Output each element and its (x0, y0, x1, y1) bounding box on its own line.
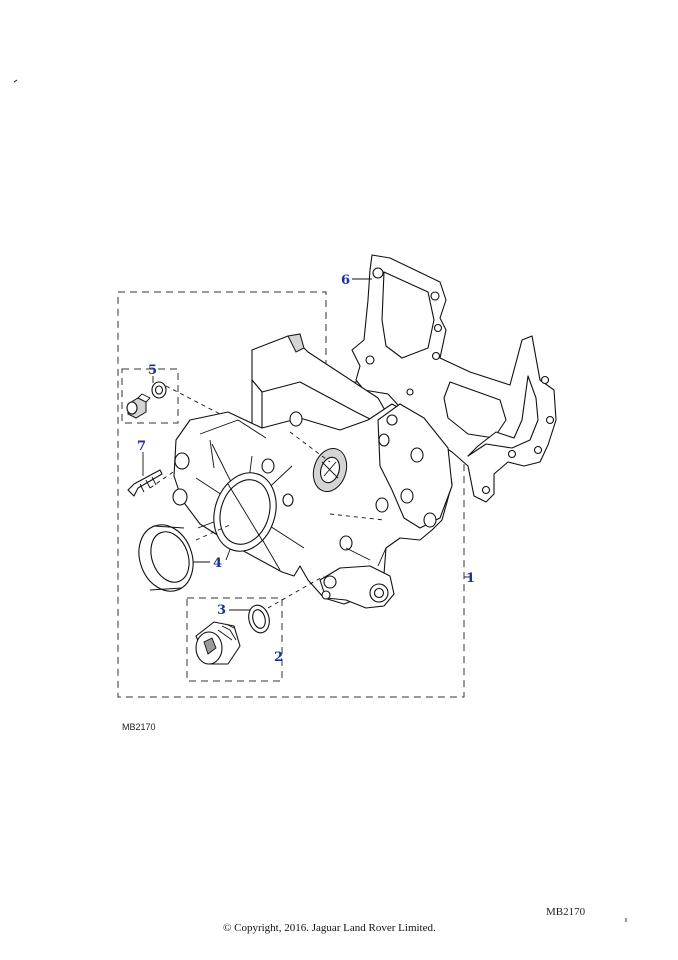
bolt-part-7 (127, 469, 163, 497)
copyright-notice: © Copyright, 2016. Jaguar Land Rover Lim… (223, 922, 436, 934)
callout-5: 5 (148, 363, 157, 378)
group-box-5 (121, 368, 179, 424)
callout-4: 4 (213, 556, 222, 571)
timing-cover-gasket (351, 254, 557, 503)
corner-mark (13, 79, 18, 83)
callout-7: 7 (137, 439, 146, 454)
callout-3: 3 (217, 603, 226, 618)
timing-cover-housing (149, 333, 453, 609)
o-ring-part-3 (248, 604, 270, 634)
figure-reference: MB2170 (122, 722, 156, 732)
plug-part-2 (195, 621, 241, 665)
group-box-2 (186, 597, 283, 682)
footer-reference: MB2170 (546, 906, 586, 918)
callout-2: 2 (274, 650, 283, 665)
callout-1: 1 (466, 571, 475, 586)
crankshaft-seal-4 (138, 524, 194, 592)
callout-6: 6 (341, 273, 350, 288)
plug-assembly-5 (126, 381, 167, 419)
